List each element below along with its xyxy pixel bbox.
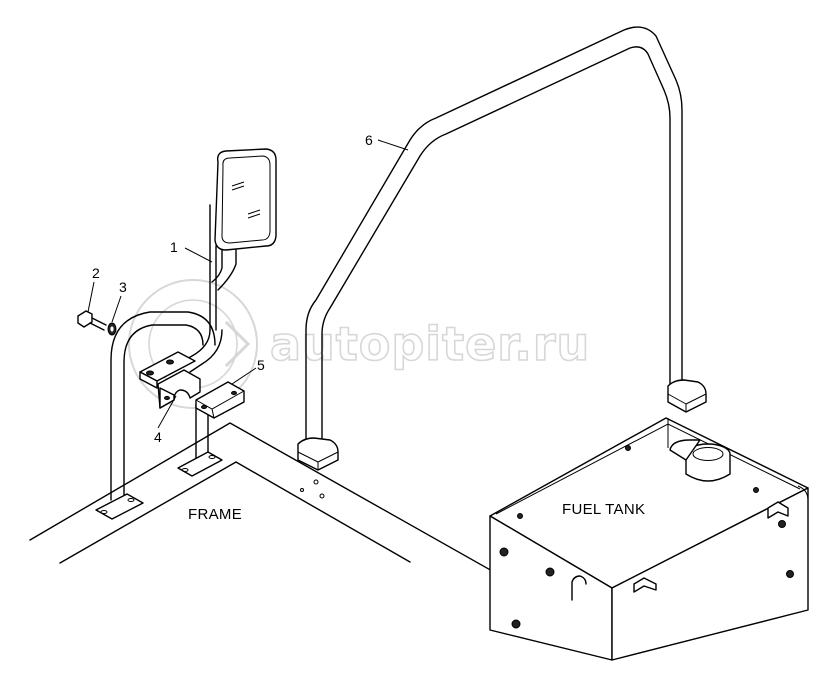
callout-6: 6 bbox=[365, 132, 373, 148]
left-support-post bbox=[95, 311, 223, 520]
clamp-plate bbox=[195, 381, 245, 419]
callout-4: 4 bbox=[154, 429, 162, 445]
guard-rail bbox=[297, 26, 707, 499]
bolt bbox=[77, 310, 107, 331]
callout-3: 3 bbox=[119, 279, 127, 295]
fuel-tank-label: FUEL TANK bbox=[562, 501, 645, 518]
mirror-marking-icon bbox=[231, 181, 261, 219]
callout-2: 2 bbox=[92, 265, 100, 281]
callout-1: 1 bbox=[170, 239, 178, 255]
fuel-tank bbox=[489, 417, 809, 661]
mirror-assembly bbox=[177, 148, 277, 373]
frame-outline bbox=[29, 422, 541, 599]
callout-5: 5 bbox=[257, 357, 265, 373]
mounting-bracket bbox=[139, 351, 196, 389]
leader-lines bbox=[87, 139, 409, 429]
lock-washer bbox=[107, 322, 117, 336]
frame-label: FRAME bbox=[188, 506, 242, 523]
watermark-text: autopiter.ru bbox=[270, 317, 590, 371]
